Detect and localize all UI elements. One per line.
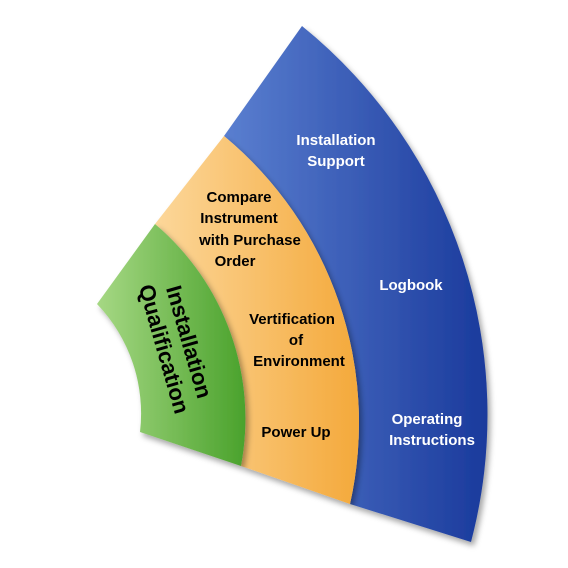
middle-band xyxy=(155,136,359,504)
middle-item-compare-line-2: Instrument xyxy=(200,210,278,227)
middle-item-compare-line-1: Compare xyxy=(206,189,271,206)
outer-item-operating-instructions-line-2: Instructions xyxy=(389,432,475,449)
outer-band xyxy=(224,26,488,542)
outer-item-logbook-line-1: Logbook xyxy=(379,277,443,294)
outer-item-operating-instructions: Operating Instructions xyxy=(389,411,475,449)
outer-item-installation-support: Installation Support xyxy=(296,132,375,170)
middle-item-compare-line-4: Order xyxy=(215,253,256,270)
middle-item-environment-line-1: Vertification xyxy=(249,311,335,328)
outer-item-installation-support-line-2: Support xyxy=(307,153,365,170)
middle-item-compare: Compare Instrument with Purchase Order xyxy=(198,189,301,270)
outer-item-installation-support-line-1: Installation xyxy=(296,132,375,149)
outer-item-logbook: Logbook xyxy=(379,277,443,294)
core-band xyxy=(97,224,246,466)
middle-item-environment-line-3: Environment xyxy=(253,353,345,370)
middle-item-power-up-line-1: Power Up xyxy=(261,424,330,441)
outer-item-operating-instructions-line-1: Operating xyxy=(392,411,463,428)
middle-item-environment-line-2: of xyxy=(289,332,304,349)
middle-item-power-up: Power Up xyxy=(261,424,330,441)
middle-item-compare-line-3: with Purchase xyxy=(198,232,301,249)
middle-item-environment: Vertification of Environment xyxy=(249,311,345,370)
